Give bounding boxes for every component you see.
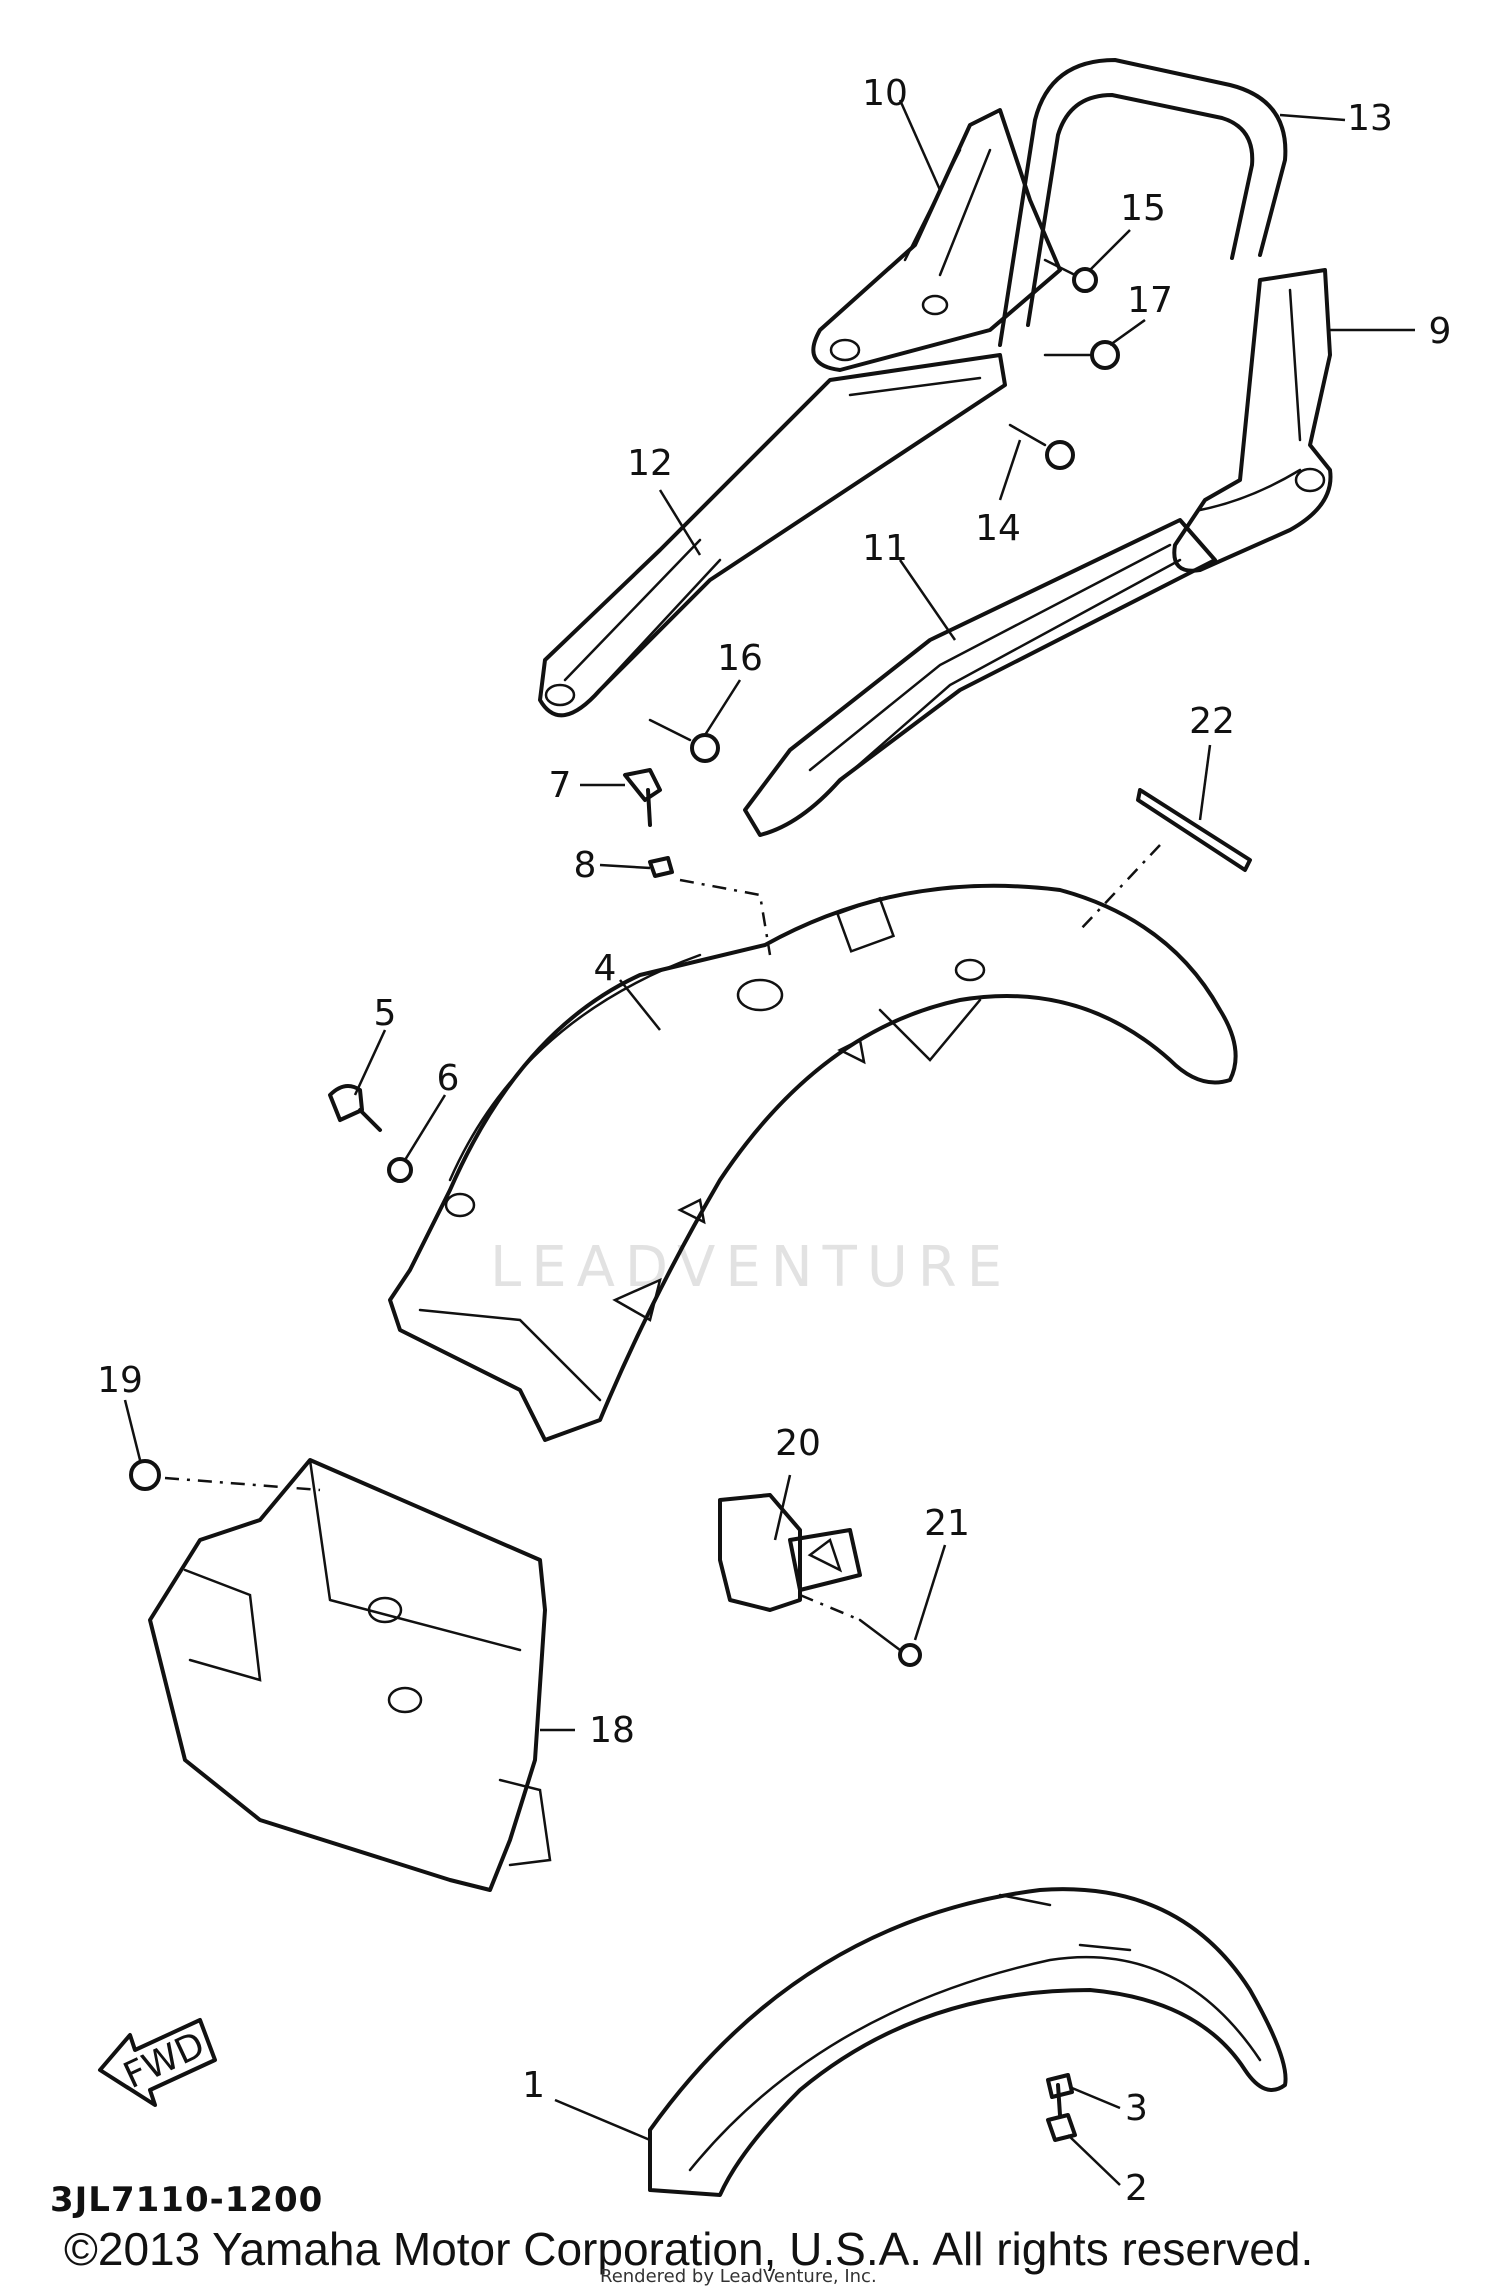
part-20-light-unit [718, 1493, 862, 1612]
callout-8: 8 [574, 845, 597, 886]
part-10-left-bracket [811, 108, 1062, 372]
callout-numbers: 1 2 3 4 5 6 7 8 9 10 11 12 13 14 15 16 1… [97, 73, 1451, 2209]
callout-9: 9 [1429, 311, 1452, 352]
callout-20: 20 [775, 1423, 821, 1464]
callout-22: 22 [1189, 701, 1235, 742]
assembly-lines [164, 844, 1161, 1622]
part-5-bolt [328, 1084, 382, 1132]
callout-19: 19 [97, 1360, 143, 1401]
part-15-bolt [1043, 258, 1077, 277]
callout-18: 18 [589, 1710, 635, 1751]
part-1-front-fender [648, 1887, 1288, 2197]
callout-17: 17 [1127, 280, 1173, 321]
callout-21: 21 [924, 1503, 970, 1544]
part-8-nut [648, 856, 674, 878]
part-9-right-bracket [1172, 268, 1333, 573]
part-16-bolt [648, 718, 692, 742]
part-6-washer [387, 1157, 413, 1183]
part-19-bolt [129, 1459, 161, 1491]
callout-2: 2 [1125, 2168, 1148, 2209]
catalog-code: 3JL7110-1200 [50, 2180, 324, 2220]
callout-16: 16 [717, 638, 763, 679]
callout-10: 10 [862, 73, 908, 114]
callout-3: 3 [1125, 2088, 1148, 2129]
callout-13: 13 [1347, 98, 1393, 139]
part-3-nut [1046, 2073, 1074, 2099]
callout-4: 4 [594, 948, 617, 989]
callout-11: 11 [862, 528, 908, 569]
callout-7: 7 [549, 765, 572, 806]
watermark-text: LEADVENTURE [490, 1235, 1013, 1300]
copyright-text: ©2013 Yamaha Motor Corporation, U.S.A. A… [64, 2223, 1314, 2275]
part-14-bolt [1008, 423, 1047, 447]
callout-5: 5 [374, 993, 397, 1034]
part-13-grab-rail [998, 58, 1288, 347]
part-22-strip [1136, 788, 1252, 872]
leader-lines [123, 99, 1415, 2186]
part-21-bolt [858, 1618, 902, 1652]
part-18-inner-fender [148, 1458, 552, 1892]
part-7-bolt [623, 768, 662, 827]
callout-12: 12 [627, 443, 673, 484]
part-4-rear-fender [388, 883, 1238, 1442]
rendered-by-text: Rendered by LeadVenture, Inc. [600, 2266, 877, 2287]
part-12-left-arm [538, 353, 1007, 718]
callout-15: 15 [1120, 188, 1166, 229]
callout-6: 6 [437, 1058, 460, 1099]
fwd-arrow [98, 2018, 217, 2107]
callout-1: 1 [522, 2065, 545, 2106]
fasteners [129, 258, 1120, 2142]
part-2-bolt [1046, 2083, 1077, 2142]
part-11-right-arm [743, 518, 1217, 837]
callout-14: 14 [975, 508, 1021, 549]
